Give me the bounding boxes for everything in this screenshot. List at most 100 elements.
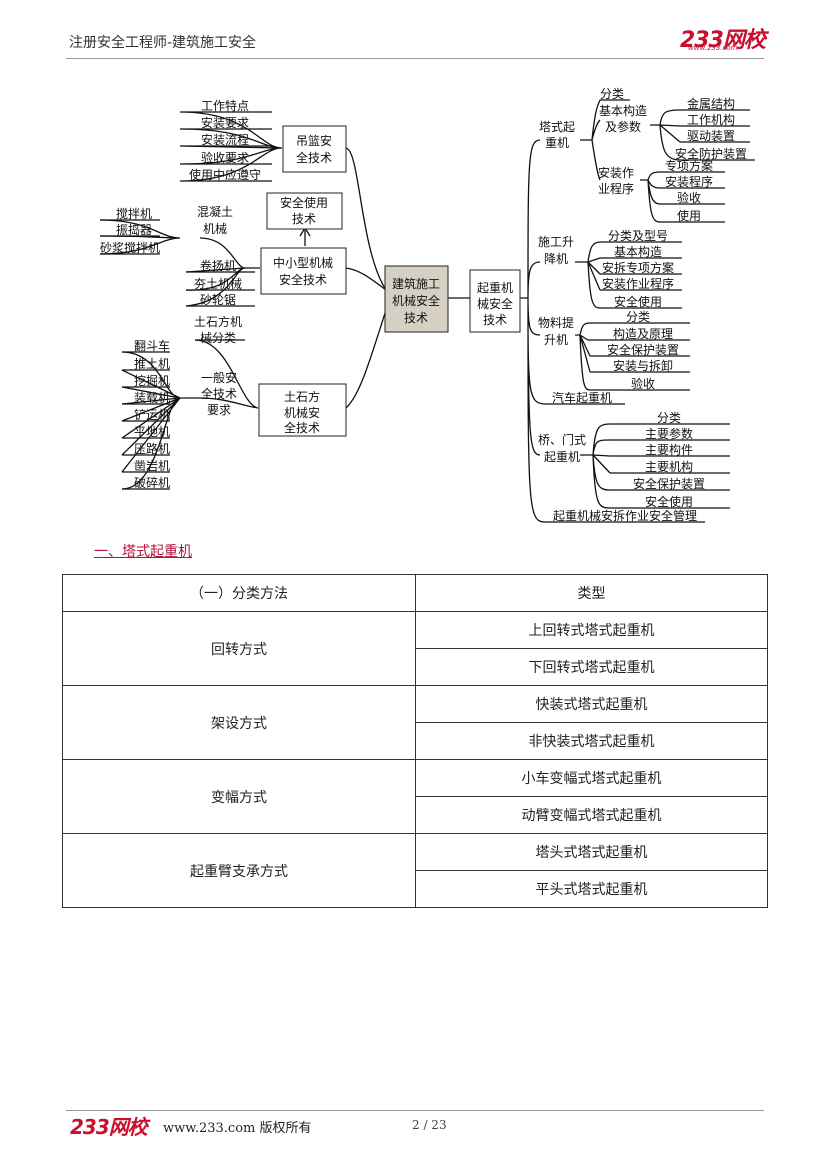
mindmap-label: 混凝土	[197, 204, 233, 219]
mindmap-label: 全技术	[296, 150, 332, 165]
mindmap-label: 砂浆搅拌机	[100, 240, 160, 255]
mindmap-label: 挖掘机	[134, 373, 170, 388]
mindmap-label: 起重机	[544, 450, 580, 464]
table-row: 回转方式 上回转式塔式起重机	[62, 611, 768, 686]
header-divider	[66, 58, 764, 59]
mindmap-label: 安全使用	[280, 195, 328, 210]
table-cell-type: 塔头式塔式起重机	[415, 833, 768, 871]
mindmap-node-hanging-basket	[282, 125, 347, 173]
center-line-2: 机械安全	[392, 293, 440, 308]
mindmap-label: 金属结构	[687, 96, 735, 111]
mindmap-label: 驱动装置	[687, 129, 735, 143]
mindmap-label: 安装作业程序	[602, 276, 674, 291]
mindmap-label: 夯土机械	[194, 276, 242, 291]
table-row: 架设方式 快装式塔式起重机	[62, 685, 768, 760]
classification-table: （一）分类方法 类型 回转方式 上回转式塔式起重机 下回转式塔式起重机 架设方式…	[62, 574, 768, 908]
table-cell-type: 非快装式塔式起重机	[415, 722, 768, 760]
mindmap-label: 重机	[545, 136, 569, 150]
mindmap-label: 安全保护装置	[633, 476, 705, 491]
mindmap-label: 技术	[483, 313, 507, 327]
mindmap-label: 降机	[544, 252, 568, 266]
table-header-row: （一）分类方法 类型	[62, 574, 768, 612]
mindmap-label: 搅拌机	[116, 206, 152, 221]
mindmap-label: 推土机	[134, 357, 170, 371]
mindmap-label: 安装流程	[201, 132, 249, 147]
section-heading: 一、塔式起重机	[94, 544, 192, 560]
footer-copyright: www.233.com 版权所有	[163, 1121, 312, 1136]
mindmap-label: 工作特点	[201, 98, 249, 113]
mindmap-label: 主要参数	[645, 426, 693, 441]
center-line-3: 技术	[404, 311, 428, 325]
mindmap-label: 安全使用	[614, 294, 662, 309]
table-cell-type: 小车变幅式塔式起重机	[415, 759, 768, 797]
mindmap-label: 全技术	[201, 386, 237, 401]
mindmap-label: 一般安	[201, 370, 237, 385]
mindmap-node-small-machinery	[260, 247, 347, 295]
mindmap-label: 验收	[631, 376, 655, 391]
page-number: 2 / 23	[412, 1118, 447, 1132]
mindmap-label: 安全保护装置	[607, 342, 679, 357]
mindmap-label: 机械安	[284, 405, 320, 420]
mindmap-label: 汽车起重机	[552, 390, 612, 405]
table-cell-type: 上回转式塔式起重机	[415, 611, 768, 649]
mindmap-label: 破碎机	[134, 475, 170, 490]
mindmap-label: 专项方案	[665, 158, 713, 173]
table-cell-method: 起重臂支承方式	[62, 833, 416, 908]
table-row: 起重臂支承方式 塔头式塔式起重机	[62, 833, 768, 908]
mindmap-label: 平地机	[134, 425, 170, 439]
mindmap-label: 及参数	[605, 119, 641, 134]
mindmap-label: 安全使用	[645, 494, 693, 509]
mindmap-node-earthwork	[258, 383, 347, 437]
mindmap-label: 验收	[677, 190, 701, 205]
mindmap-label: 分类	[657, 411, 681, 425]
mindmap-label: 土石方	[284, 389, 320, 404]
mindmap-label: 升机	[544, 333, 568, 347]
mindmap-label: 桥、门式	[538, 432, 586, 447]
mindmap-label: 业程序	[598, 181, 634, 196]
mindmap-label: 安全防护装置	[675, 146, 747, 161]
mindmap-label: 安拆专项方案	[602, 260, 674, 275]
table-cell-type: 动臂变幅式塔式起重机	[415, 796, 768, 834]
brand-logo[interactable]: 233网校	[680, 28, 766, 53]
center-line-1: 建筑施工	[392, 276, 440, 291]
mindmap-label: 安全技术	[279, 272, 327, 287]
mindmap-label: 起重机	[477, 281, 513, 295]
mindmap-label: 基本构造	[614, 244, 662, 259]
mindmap-label: 凿岩机	[134, 458, 170, 473]
footer-logo[interactable]: 233网校	[70, 1115, 148, 1139]
mindmap-label: 使用	[677, 208, 701, 223]
mindmap-label: 安装要求	[201, 115, 249, 130]
mindmap-label: 技术	[292, 212, 316, 226]
mindmap-label: 分类	[626, 310, 650, 324]
mindmap-label: 全技术	[284, 420, 320, 435]
mindmap-label: 塔式起	[539, 120, 575, 134]
footer-divider	[66, 1110, 764, 1111]
column-header-type: 类型	[415, 574, 768, 612]
mindmap-label: 使用中应遵守	[189, 167, 261, 182]
mindmap-label: 分类	[600, 87, 624, 101]
brand-logo-url: www.233.com	[688, 44, 738, 52]
table-cell-type: 平头式塔式起重机	[415, 870, 768, 908]
mindmap-label: 物料提	[538, 315, 574, 330]
header-title: 注册安全工程师-建筑施工安全	[69, 35, 257, 51]
mindmap-label: 土石方机	[194, 314, 242, 329]
mindmap-label: 翻斗车	[134, 338, 170, 353]
table-cell-method: 变幅方式	[62, 759, 416, 834]
mindmap-label: 施工升	[538, 235, 574, 249]
mindmap-label: 械安全	[477, 296, 513, 311]
mindmap-label: 安装程序	[665, 174, 713, 189]
mindmap-center-node	[384, 265, 449, 333]
table-row: 变幅方式 小车变幅式塔式起重机	[62, 759, 768, 834]
table-cell-method: 回转方式	[62, 611, 416, 686]
mindmap-label: 主要构件	[645, 442, 693, 457]
mindmap-label: 起重机械安拆作业安全管理	[553, 508, 697, 523]
column-header-method: （一）分类方法	[62, 574, 416, 612]
mindmap-label: 安装作	[598, 165, 634, 180]
table-cell-method: 架设方式	[62, 685, 416, 760]
table-cell-type: 下回转式塔式起重机	[415, 648, 768, 686]
mindmap-node-safe-use	[266, 192, 343, 230]
mindmap-label: 卷扬机	[200, 258, 236, 273]
mindmap-label: 分类及型号	[608, 229, 668, 243]
mindmap-diagram: 建筑施工 机械安全 技术 吊篮安 全技术 工作特点 安装要求 安装流程 验收要求…	[100, 87, 755, 523]
table-cell-type: 快装式塔式起重机	[415, 685, 768, 723]
